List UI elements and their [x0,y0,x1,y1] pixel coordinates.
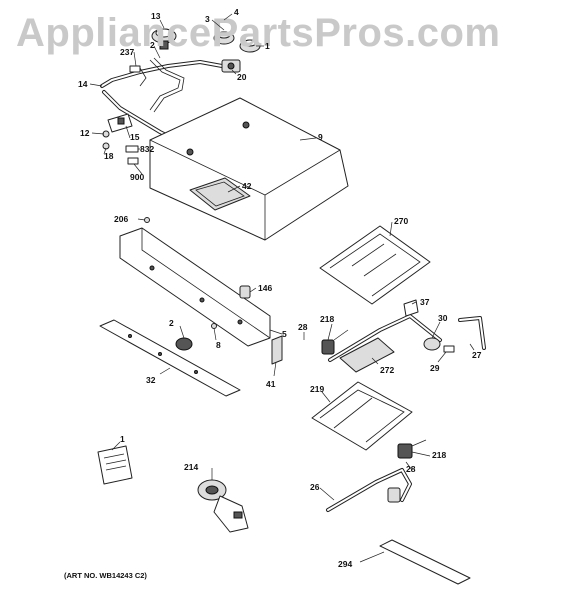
broiler-pan-270 [319,225,431,305]
callout-272: 272 [380,365,394,375]
callout-28a: 28 [298,322,308,332]
callout-32: 32 [146,375,156,385]
callout-8: 8 [216,340,221,350]
regulator-214 [197,479,249,533]
callout-15: 15 [130,132,140,142]
burner-broil-26 [326,468,412,512]
bracket-37 [403,299,419,317]
tube-27 [458,316,486,350]
ignitor-218b [397,439,427,459]
callout-18: 18 [104,151,114,161]
burner-head-3 [213,31,235,45]
orifice-237 [129,65,141,73]
burner-tube-assembly [139,57,185,113]
callout-41: 41 [266,379,276,389]
callout-214: 214 [184,462,198,472]
callout-14: 14 [78,79,88,89]
callout-13: 13 [151,11,161,21]
callout-30: 30 [438,313,448,323]
screw-8 [211,323,217,329]
callout-37: 37 [420,297,430,307]
callout-5: 5 [282,329,287,339]
burner-tube-bake [328,314,442,362]
screw-206 [144,217,150,223]
knob-2 [175,337,193,351]
callout-28b: 28 [406,464,416,474]
orifice-29 [443,345,455,353]
callout-27: 27 [472,350,482,360]
burner-box-9 [149,97,349,241]
part-146 [239,285,251,299]
callout-20: 20 [237,72,247,82]
valve-20 [221,59,241,73]
callout-1a: 1 [265,41,270,51]
callout-12: 12 [80,128,90,138]
diffuser-272 [339,337,395,373]
leader-lines [89,13,475,563]
callout-832: 832 [140,144,154,154]
callout-2b: 2 [169,318,174,328]
callout-29: 29 [430,363,440,373]
callout-42: 42 [242,181,252,191]
callout-237: 237 [120,47,134,57]
callout-218a: 218 [320,314,334,324]
callout-2a: 2 [150,40,155,50]
callout-labels: 13 3 4 237 2 1 20 14 9 12 15 18 832 900 … [78,7,482,569]
callout-270: 270 [394,216,408,226]
callout-4: 4 [234,7,239,17]
art-number: (ART NO. WB14243 C2) [64,571,147,580]
callout-206: 206 [114,214,128,224]
callout-1b: 1 [120,434,125,444]
ignitor-218a [321,329,349,355]
clip-900 [127,157,139,165]
trim-32 [99,319,241,397]
bracket-15 [107,113,133,133]
part-41 [271,335,283,365]
manifold-bracket-5 [119,227,271,347]
callout-218b: 218 [432,450,446,460]
callout-146: 146 [258,283,272,293]
manual-1 [97,445,133,485]
watermark: AppliancePartsPros.com [16,11,501,55]
trim-294 [379,539,471,585]
callout-219: 219 [310,384,324,394]
callout-294: 294 [338,559,352,569]
valve-30 [423,337,441,351]
callout-9: 9 [318,132,323,142]
broiler-pan-219 [311,381,413,451]
clip-832 [125,145,139,153]
callout-900: 900 [130,172,144,182]
callout-26: 26 [310,482,320,492]
callout-3: 3 [205,14,210,24]
burner-head-13 [151,28,177,50]
